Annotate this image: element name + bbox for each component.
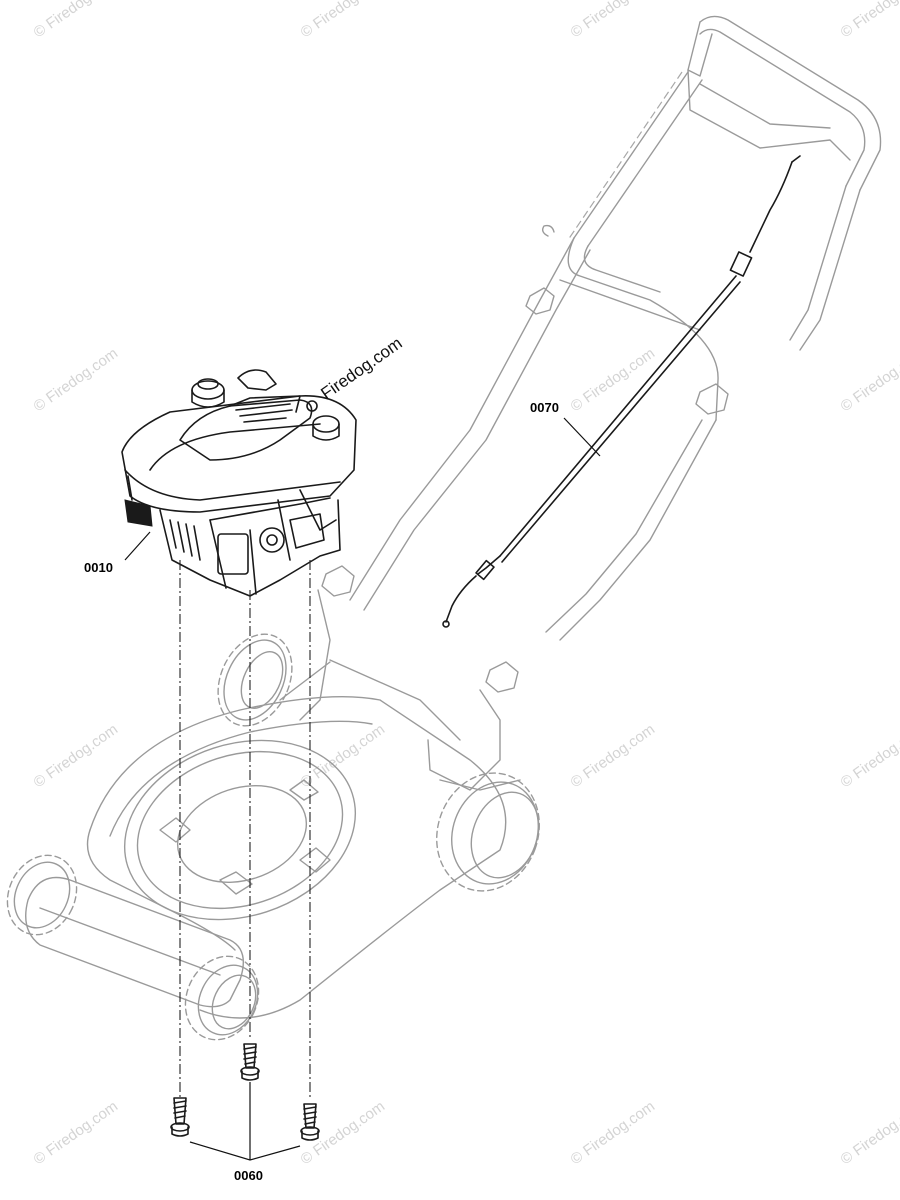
screw-left — [170, 1097, 190, 1137]
engine-assembly — [121, 369, 357, 597]
callout-screws: 0060 — [234, 1168, 263, 1183]
screw-right — [300, 1103, 320, 1141]
watermark: © Firedog.com — [568, 345, 659, 415]
watermark: © Firedog.com — [298, 721, 389, 791]
callout-cable: 0070 — [530, 400, 559, 415]
watermark: © Firedog.com — [31, 345, 122, 415]
brand-label: Firedog.com — [317, 334, 405, 404]
watermark: © Firedog.com — [838, 345, 900, 415]
callout-engine: 0010 — [84, 560, 113, 575]
watermark: © Firedog.com — [31, 1098, 122, 1168]
watermark: © Firedog.com — [838, 0, 900, 41]
assembly-lines — [179, 560, 311, 1100]
mower-deck — [25, 659, 507, 1019]
screws — [170, 1043, 320, 1141]
watermark: © Firedog.com — [568, 0, 659, 41]
watermark: © Firedog.com — [838, 721, 900, 791]
screw-middle — [240, 1043, 260, 1081]
mower-handle — [299, 15, 882, 791]
watermark: © Firedog.com — [31, 721, 122, 791]
callout-leaders — [124, 417, 601, 1161]
throttle-cable — [442, 155, 801, 628]
watermark-layer: © Firedog.com © Firedog.com © Firedog.co… — [31, 0, 900, 1168]
watermark: © Firedog.com — [568, 721, 659, 791]
watermark: © Firedog.com — [298, 0, 389, 41]
mower-wheels — [6, 633, 540, 1041]
watermark: © Firedog.com — [568, 1098, 659, 1168]
watermark: © Firedog.com — [838, 1098, 900, 1168]
watermark: © Firedog.com — [31, 0, 122, 41]
